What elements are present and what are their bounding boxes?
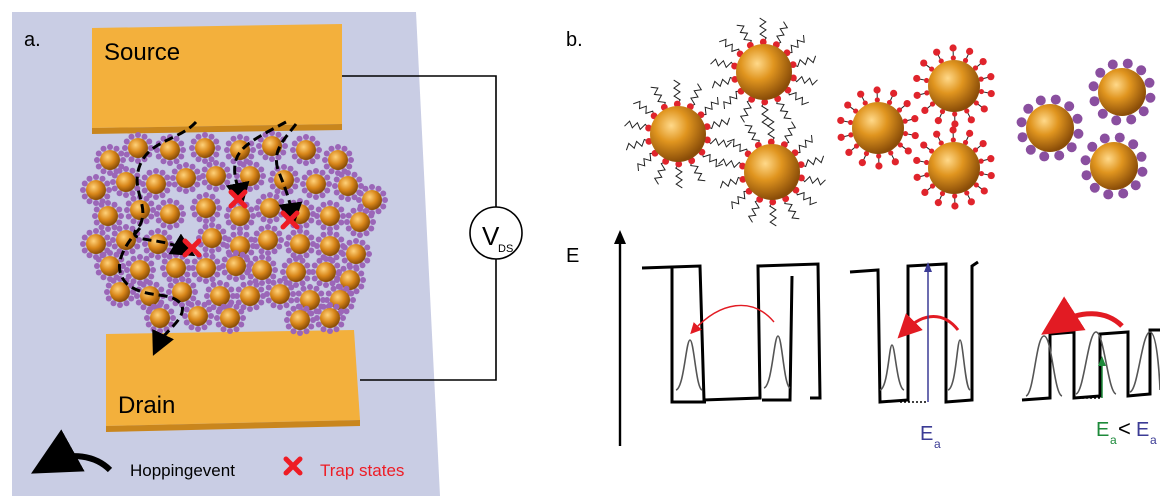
nanoparticle xyxy=(122,132,154,164)
nanoparticle xyxy=(154,198,186,230)
nanoparticle xyxy=(284,304,316,336)
legend-trap-label: Trap states xyxy=(320,461,404,480)
nanoparticle xyxy=(256,130,288,162)
ligand-capped-nanoparticle xyxy=(718,117,826,227)
nanoparticle xyxy=(344,206,376,238)
legend-hopping-label: Hoppingevent xyxy=(130,461,235,480)
nanoparticle xyxy=(200,160,232,192)
hop-arrow xyxy=(690,304,775,335)
trap-state-marker xyxy=(280,210,300,230)
potential-profile xyxy=(849,260,979,404)
density-of-states-peak xyxy=(1075,331,1117,395)
nanoparticle xyxy=(110,224,142,256)
inequality-left-sub: a xyxy=(1110,433,1117,447)
nanoparticle xyxy=(80,228,112,260)
nanoparticle-network xyxy=(80,130,388,336)
energy-diagram-medium-barrier: E a xyxy=(849,260,979,451)
drain-electrode: Drain xyxy=(106,330,360,432)
nanoparticle xyxy=(94,250,126,282)
nanoparticle xyxy=(140,168,172,200)
ligand-capped-nanoparticle xyxy=(624,79,732,189)
nanoparticle xyxy=(80,174,112,206)
density-of-states-peak xyxy=(879,344,905,391)
panel-b: b. E E xyxy=(566,17,1160,451)
short-ligand-nanoparticle-cluster xyxy=(837,44,995,210)
circuit-wire xyxy=(342,75,497,381)
inequality-symbol: < xyxy=(1118,416,1131,441)
nanoparticle xyxy=(332,170,364,202)
activation-energy-subscript: a xyxy=(934,437,941,451)
nanoparticle xyxy=(190,192,222,224)
nanoparticle xyxy=(252,224,284,256)
ligand-capped-nanoparticle xyxy=(1080,132,1148,200)
nanoparticle xyxy=(264,278,296,310)
nanoparticle xyxy=(300,168,332,200)
potential-profile xyxy=(641,262,822,402)
hop-arrow xyxy=(897,313,960,339)
inequality-left-e: E xyxy=(1096,419,1109,441)
panel-b-label: b. xyxy=(566,29,583,51)
inequality-right-e: E xyxy=(1136,419,1149,441)
nanoparticle xyxy=(214,302,246,334)
long-ligand-nanoparticle-cluster xyxy=(624,17,826,227)
nanoparticle xyxy=(182,300,214,332)
vds-sub-label: DS xyxy=(498,243,513,255)
potential-profile xyxy=(670,268,706,404)
energy-diagram-narrow-barrier: E a < E a xyxy=(1021,296,1160,447)
energy-diagram-wide-barrier xyxy=(641,262,822,404)
trap-state-icon xyxy=(283,456,303,476)
density-of-states-peak xyxy=(1129,331,1160,393)
trap-state-marker xyxy=(182,238,202,258)
hopping-path-1 xyxy=(133,120,198,257)
ligand-capped-nanoparticle xyxy=(1088,58,1156,126)
nanoparticle xyxy=(190,252,222,284)
trap-states xyxy=(182,189,300,258)
source-label: Source xyxy=(104,39,180,66)
nanoparticle xyxy=(170,162,202,194)
nanoparticle xyxy=(340,238,372,270)
nanoparticle xyxy=(234,280,266,312)
density-of-states-peak xyxy=(675,339,703,391)
voltmeter: V DS xyxy=(469,206,523,260)
hopping-path-3 xyxy=(225,120,287,207)
ligand-capped-nanoparticle xyxy=(710,17,818,127)
nanoparticle xyxy=(314,302,346,334)
ligand-capped-nanoparticle xyxy=(837,86,919,170)
nanoparticle xyxy=(166,276,198,308)
ligand-capped-nanoparticle xyxy=(913,44,995,128)
vds-main-label: V xyxy=(482,221,500,251)
density-of-states-peak xyxy=(1025,335,1063,397)
source-electrode: Source xyxy=(92,24,342,134)
nanoparticle xyxy=(280,256,312,288)
hop-arrow xyxy=(1041,296,1124,335)
compact-ligand-nanoparticle-cluster xyxy=(1016,58,1156,200)
ligand-capped-nanoparticle xyxy=(1016,94,1084,162)
potential-profile xyxy=(762,275,794,402)
nanoparticle xyxy=(290,134,322,166)
ligand-capped-nanoparticle xyxy=(913,126,995,210)
legend: Hoppingevent Trap states xyxy=(31,429,404,480)
panel-a: a. Source Drain V DS xyxy=(12,12,523,496)
panel-a-label: a. xyxy=(24,29,41,51)
trap-state-marker xyxy=(228,189,248,209)
drain-label: Drain xyxy=(118,392,175,419)
hopping-event-arrow-icon xyxy=(31,429,113,474)
nanoparticle xyxy=(144,302,176,334)
hopping-path-4 xyxy=(275,123,303,227)
nanoparticle xyxy=(92,200,124,232)
hopping-paths xyxy=(118,120,303,356)
density-of-states-peak xyxy=(763,335,791,389)
inequality-right-sub: a xyxy=(1150,433,1157,447)
energy-axis: E xyxy=(566,230,626,446)
energy-axis-label: E xyxy=(566,245,579,267)
nanoparticle xyxy=(322,144,354,176)
density-of-states-peak xyxy=(947,339,971,391)
nanoparticle xyxy=(246,254,278,286)
activation-energy-label: E xyxy=(920,423,933,445)
nanoparticle xyxy=(189,132,221,164)
nanoparticle xyxy=(104,276,136,308)
hopping-path-2 xyxy=(118,226,184,356)
